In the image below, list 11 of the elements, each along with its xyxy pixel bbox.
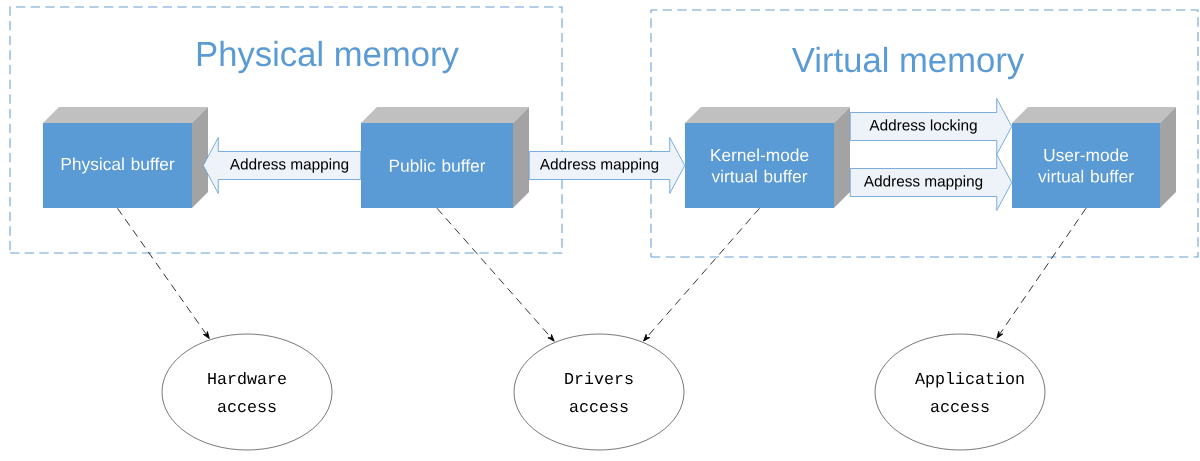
buffer-block: Physical buffer: [43, 107, 208, 208]
arrow: [436, 207, 555, 342]
arrow: [996, 207, 1087, 339]
edge-label: Address mapping: [228, 157, 351, 174]
buffer-block: User-mode virtual buffer: [1012, 107, 1176, 208]
edge-label: Address mapping: [862, 174, 985, 191]
arrow: [117, 207, 210, 339]
buffer-block: Kernel-mode virtual buffer: [685, 107, 850, 208]
edge-label: Address locking: [868, 118, 979, 135]
buffer-block: Public buffer: [361, 107, 529, 208]
arrow: [643, 207, 760, 342]
